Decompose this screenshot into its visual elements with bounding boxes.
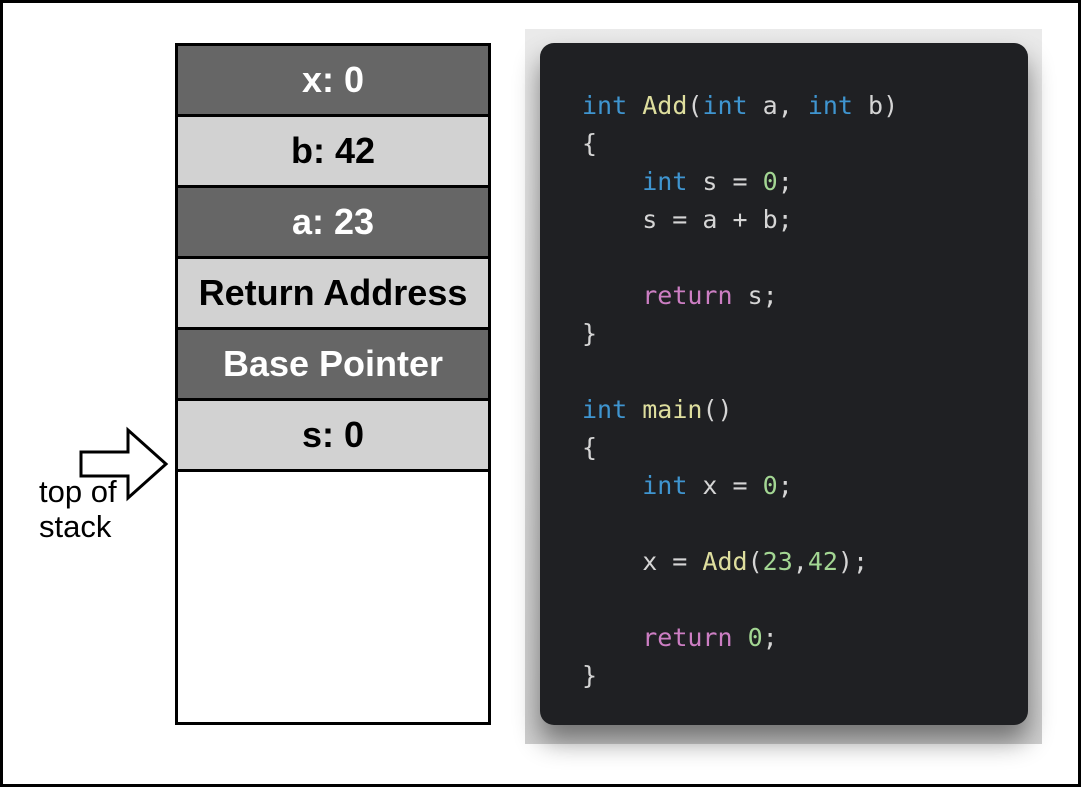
code-line: { [582, 433, 598, 462]
code-line: s = a + b; [582, 205, 793, 234]
code-line: int s = 0; [642, 167, 793, 196]
code-line [582, 581, 1028, 619]
code-line: int Add(int a, int b) [582, 91, 899, 120]
code-line [582, 239, 1028, 277]
top-of-stack-arrow-icon [79, 426, 169, 502]
code-line: int main() [582, 395, 733, 424]
stack-cell: a: 23 [178, 188, 488, 259]
code-line: return 0; [642, 623, 778, 652]
code-line: } [582, 661, 598, 690]
code-line [582, 505, 1028, 543]
code-card: int Add(int a, int b) { int s = 0; s = a … [540, 43, 1028, 725]
code-line: return s; [642, 281, 778, 310]
code-line: x = Add(23,42); [582, 547, 869, 576]
code-line: int x = 0; [642, 471, 793, 500]
stack-cell: b: 42 [178, 117, 488, 188]
stack-cell: x: 0 [178, 46, 488, 117]
code-line: { [582, 129, 598, 158]
code-snippet: int Add(int a, int b) { int s = 0; s = a … [540, 43, 1028, 695]
code-line [582, 353, 1028, 391]
stack-cell: s: 0 [178, 401, 488, 472]
code-panel: int Add(int a, int b) { int s = 0; s = a … [525, 29, 1042, 744]
top-of-stack-label: top of stack [39, 474, 117, 544]
stack-cell: Return Address [178, 259, 488, 330]
stack-cell: Base Pointer [178, 330, 488, 401]
code-line: } [582, 319, 598, 348]
